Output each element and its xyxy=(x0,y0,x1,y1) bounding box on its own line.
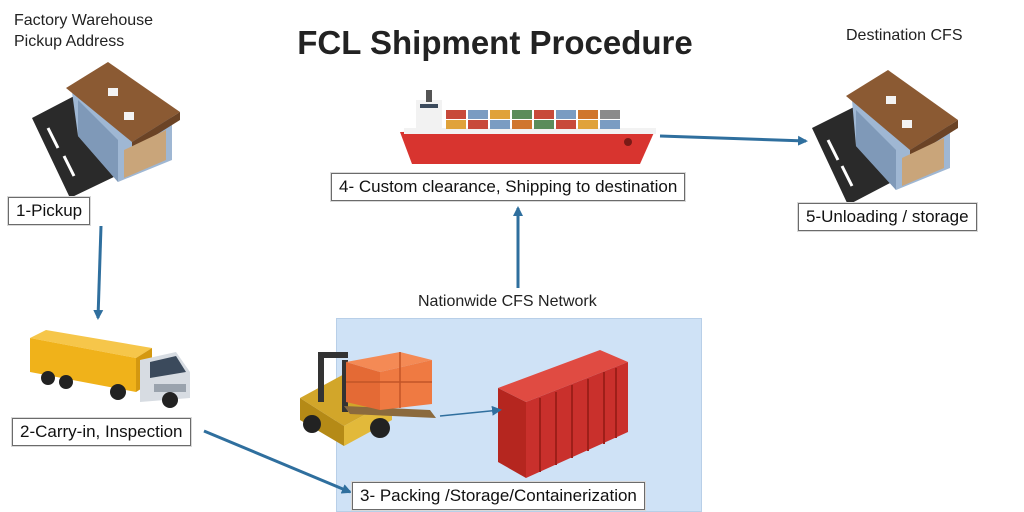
step-1-box: 1-Pickup xyxy=(8,197,91,225)
warehouse-icon xyxy=(812,70,958,205)
origin-caption: Factory Warehouse Pickup Address xyxy=(14,12,154,50)
destination-caption: Destination CFS xyxy=(846,27,963,44)
step-4-box: 4- Custom clearance, Shipping to destina… xyxy=(331,173,686,201)
arrow-pickup-to-carry-in xyxy=(93,225,104,320)
cargo-container-icon xyxy=(498,350,628,478)
container-ship-icon xyxy=(400,90,656,164)
step-3-box: 3- Packing /Storage/Containerization xyxy=(352,482,645,510)
arrow-carry-in-to-packing xyxy=(203,429,352,494)
arrow-forklift-to-container xyxy=(439,405,502,417)
cfs-network-caption: Nationwide CFS Network xyxy=(418,293,597,310)
step-5-box: 5-Unloading / storage xyxy=(798,203,977,231)
arrow-ship-to-destination xyxy=(659,134,808,146)
truck-icon xyxy=(30,330,190,408)
forklift-icon xyxy=(300,352,436,446)
page-title: FCL Shipment Procedure xyxy=(297,24,693,61)
step-2-box: 2-Carry-in, Inspection xyxy=(12,418,191,446)
warehouse-icon xyxy=(32,62,180,198)
